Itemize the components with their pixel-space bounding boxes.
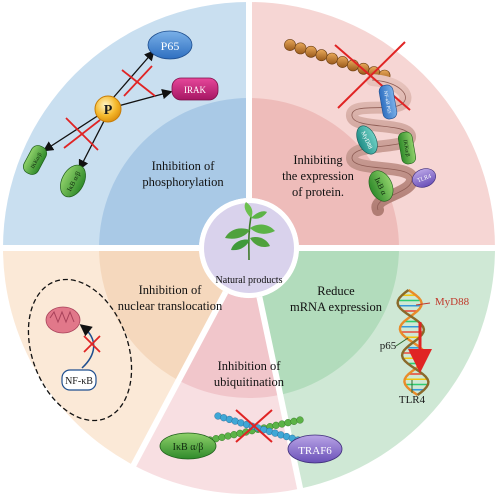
arrow-to-ikk <box>42 114 100 152</box>
traf6-label: TRAF6 <box>298 445 332 457</box>
p65-pointer <box>395 337 409 347</box>
mrna-tlr4-label: TLR4 <box>399 394 426 406</box>
tlr4-label: TLR4 <box>417 174 433 185</box>
ubiquitin-bead-green <box>224 432 232 440</box>
ubiquitin-bead-green <box>218 433 226 441</box>
mrna-panel: MyD88 p65 TLR4 <box>380 289 470 406</box>
segment-label-protein-line-2: of protein. <box>292 185 344 199</box>
nfkb-label: NF-κB <box>65 376 93 387</box>
inhibit-cross-ubiq <box>235 409 273 443</box>
ubiquitination-panel: IκB α/β TRAF6 <box>159 409 343 464</box>
segment-divider <box>256 296 304 492</box>
irak-protein <box>171 77 219 101</box>
p65-label: P65 <box>161 39 180 53</box>
segment-label-ubiquitination-line-1: ubiquitination <box>214 375 285 389</box>
nfkb-p65-label: NF-κB P65 <box>382 91 391 115</box>
segment-label-phosphorylation-line-0: Inhibition of <box>152 159 216 173</box>
segment-label-mrna-line-1: mRNA expression <box>290 300 383 314</box>
ikk-label-2: IKKα/β <box>402 139 411 157</box>
segment-protein-inner <box>249 98 399 248</box>
protein-bead <box>294 42 307 55</box>
translocation-arrow <box>79 324 95 369</box>
protein-expression-panel: NF-κB P65 MyD88 IKKα/β IκB α TLR4 <box>284 39 436 216</box>
mrna-p65-label: p65 <box>380 340 397 352</box>
ubiquitin-bead-green <box>230 431 238 439</box>
segment-divider <box>129 290 229 469</box>
phosphorylation-panel: P P65 IRAK IKKα/β IκB α/β <box>23 30 219 198</box>
inhibit-cross-nuclear <box>83 335 101 353</box>
ubiquitin-bead-green <box>278 420 286 428</box>
segment-ubiquitination-inner <box>178 292 281 398</box>
segment-mrna-inner <box>259 248 399 395</box>
nfkb-protein <box>61 369 97 391</box>
p65-protein <box>147 30 193 60</box>
segment-phosphorylation-inner <box>99 98 249 248</box>
ubiq-ikb-label: IκB α/β <box>173 442 204 453</box>
inhibit-cross-lower <box>63 117 101 151</box>
tlr4-protein <box>412 168 436 188</box>
segment-label-protein-line-1: the expression <box>282 169 355 183</box>
nuclear-translocation-panel: NF-κB <box>27 278 133 422</box>
mrna-myd88-label: MyD88 <box>435 296 470 308</box>
ubiquitin-bead-green <box>284 419 292 427</box>
arrow-to-irak <box>117 89 173 107</box>
ubiquitin-bead-green <box>296 416 304 424</box>
protein-bead <box>305 45 317 58</box>
ikk-protein <box>23 145 47 175</box>
irak-label: IRAK <box>184 85 206 95</box>
dna-zigzag <box>49 310 75 324</box>
traf6-protein <box>287 434 343 464</box>
inhibit-cross-upper <box>121 65 156 97</box>
center-hub: Natural products <box>199 198 299 298</box>
plant-icon <box>225 202 275 261</box>
segment-label-mrna-line-0: Reduce <box>317 284 355 298</box>
protein-bead <box>315 49 328 62</box>
segment-label-protein-line-0: Inhibiting <box>293 153 343 167</box>
ubiquitin-bead-green <box>290 417 298 425</box>
myd88-protein <box>356 125 378 155</box>
segment-label-nuclear-line-0: Inhibition of <box>139 283 203 297</box>
ikb-alpha-protein <box>368 170 394 202</box>
nfkb-p65-protein <box>378 84 398 120</box>
arrow-to-p65 <box>112 50 155 99</box>
nucleus-outline <box>27 278 133 422</box>
ikb-ubiq-protein <box>159 432 217 460</box>
protein-bead <box>326 52 338 65</box>
protein-bead <box>284 39 296 51</box>
segment-labels: Inhibition of phosphorylation Inhibiting th… <box>118 153 383 389</box>
segment-label-nuclear-line-1: nuclear translocation <box>118 299 223 313</box>
ubiquitin-bead-green <box>272 421 280 429</box>
center-label: Natural products <box>216 275 283 286</box>
ikk-protein-2 <box>397 131 417 165</box>
protein-bead-chain <box>284 39 391 82</box>
segment-label-ubiquitination-line-0: Inhibition of <box>218 359 282 373</box>
inhibit-cross-protein <box>334 41 411 111</box>
dna-strand-2 <box>396 289 430 396</box>
dna-blob <box>45 306 81 334</box>
phosphate-circle <box>94 95 122 123</box>
segment-label-phosphorylation-line-1: phosphorylation <box>142 175 224 189</box>
ikb-protein <box>60 164 86 198</box>
phosphate-label: P <box>104 103 113 118</box>
myd88-pointer <box>415 302 431 306</box>
protein-bead <box>336 56 349 68</box>
